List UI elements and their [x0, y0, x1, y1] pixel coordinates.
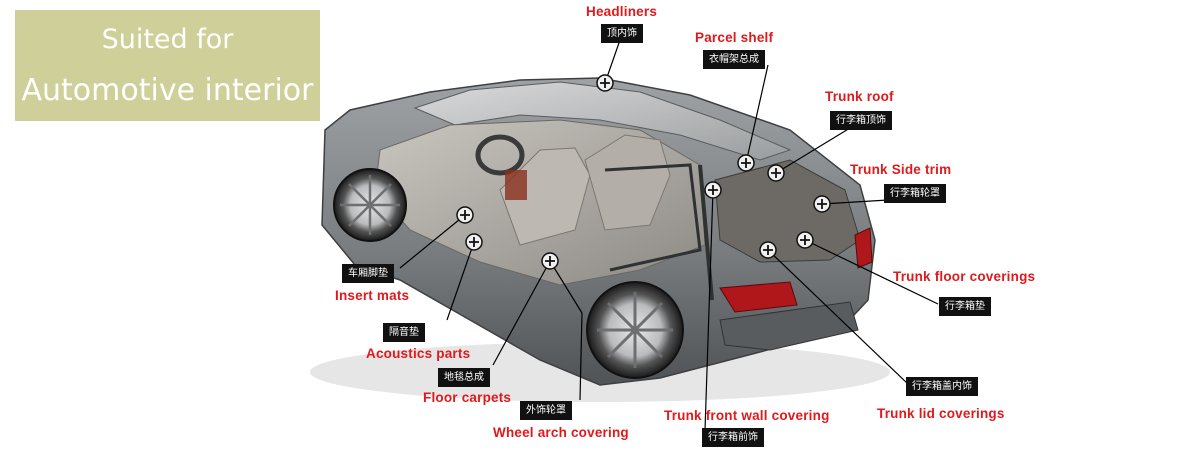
tag-trunk-roof: 行李箱顶饰: [830, 111, 892, 130]
tag-wheel-arch-covering: 外饰轮罩: [520, 401, 572, 420]
label-trunk-front-wall-covering: Trunk front wall covering: [664, 408, 830, 423]
title-line-1: Suited for: [101, 24, 234, 55]
front-wheel-spokes: [340, 175, 400, 235]
tail-light-right: [854, 227, 873, 269]
callout-markers: [456, 74, 831, 270]
label-headliners: Headliners: [586, 4, 658, 19]
trunk-lid-marker-icon: [759, 241, 777, 259]
label-trunk-lid-coverings: Trunk lid coverings: [877, 406, 1005, 421]
steering-wheel: [475, 134, 525, 176]
tag-headliners: 顶内饰: [601, 24, 643, 43]
trunk-floor-marker-icon: [796, 231, 814, 249]
console-trim: [505, 170, 527, 200]
tag-trunk-lid-coverings: 行李箱盖内饰: [906, 377, 978, 396]
label-wheel-arch-covering: Wheel arch covering: [493, 425, 629, 440]
rear-wheel-spokes: [597, 292, 673, 368]
trunk-side-trim-marker-icon: [813, 195, 831, 213]
tag-floor-carpets: 地毯总成: [438, 368, 490, 387]
tag-parcel-shelf: 衣帽架总成: [703, 50, 765, 69]
acoustics-marker-icon: [465, 233, 483, 251]
tag-trunk-floor-coverings: 行李箱垫: [939, 297, 991, 316]
label-parcel-shelf: Parcel shelf: [695, 30, 774, 45]
tag-trunk-side-trim: 行李箱轮罩: [884, 184, 946, 203]
label-trunk-roof: Trunk roof: [825, 89, 894, 104]
tag-trunk-front-wall-covering: 行李箱前饰: [702, 428, 764, 447]
trunk-roof-marker-icon: [767, 164, 785, 182]
tail-light: [719, 281, 798, 313]
label-acoustics-parts: Acoustics parts: [366, 346, 471, 361]
parcel-shelf-marker-icon: [737, 154, 755, 172]
leader-lines: [399, 39, 939, 431]
label-floor-carpets: Floor carpets: [423, 390, 512, 405]
tag-acoustics-parts: 隔音垫: [383, 323, 425, 342]
title-banner: Suited for Automotive interior: [15, 10, 320, 121]
insert-mats-marker-icon: [456, 206, 474, 224]
label-insert-mats: Insert mats: [335, 288, 410, 303]
wheel-arch-marker-icon: [541, 252, 559, 270]
rear-door-frame: [604, 163, 702, 272]
trunk-interior: [714, 159, 861, 263]
headliners-marker-icon: [596, 74, 614, 92]
tag-insert-mats: 车厢脚垫: [342, 264, 394, 283]
label-trunk-side-trim: Trunk Side trim: [850, 162, 952, 177]
rear-seat: [584, 134, 671, 231]
trunk-front-wall-marker-icon: [704, 181, 722, 199]
label-trunk-floor-coverings: Trunk floor coverings: [893, 269, 1036, 284]
title-line-2: Automotive interior: [21, 73, 314, 108]
car-roof: [413, 81, 792, 161]
rear-bumper: [719, 301, 859, 351]
